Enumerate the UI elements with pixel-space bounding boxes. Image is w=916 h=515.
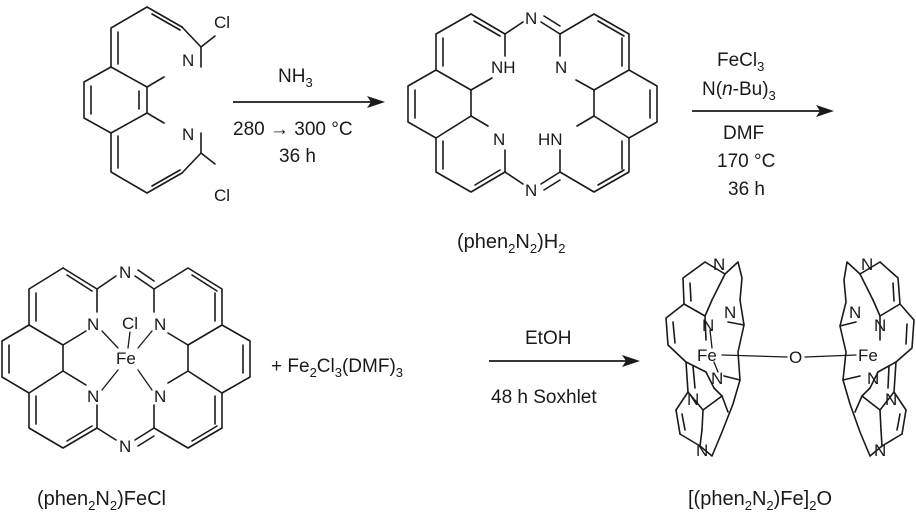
step2-reagent-tributylamine: N(n-Bu)3 — [702, 79, 776, 103]
bridge-nitrogen-top: N — [119, 263, 131, 282]
bridging-oxygen: O — [789, 348, 802, 367]
step2-reagent-iron-chloride: FeCl3 — [717, 50, 764, 74]
reaction-arrow-2 — [692, 105, 834, 117]
bonds — [1, 267, 251, 449]
dichlorophenanthroline-structure: Cl N N Cl — [83, 6, 230, 205]
step1-reagent: NH3 — [278, 66, 313, 90]
ligand-macrocycle-structure: N NH N N HN N — [407, 9, 658, 200]
dimer-right-nitrogen-1: N — [861, 255, 873, 274]
nitrogen-atom-top: N — [182, 51, 194, 70]
bonds — [83, 6, 216, 194]
nitrogen-right-bottom: N — [154, 387, 166, 406]
step1-time: 36 h — [279, 146, 316, 167]
iron-center: Fe — [116, 349, 136, 368]
amine-hn-right: HN — [538, 130, 563, 149]
dimer-left-nitrogen-1: N — [713, 255, 725, 274]
right-macrocycle-bonds — [839, 261, 915, 457]
dimer-label: [(phen2N2)Fe]2O — [688, 488, 832, 513]
bonds — [407, 13, 658, 193]
chlorine-atom-bottom: Cl — [214, 186, 230, 205]
step1-temperature: 280 → 300 °C — [233, 119, 353, 140]
dimer-right-nitrogen-5: N — [885, 390, 897, 409]
nitrogen-right-top: N — [555, 58, 567, 77]
bridge-nitrogen-top: N — [525, 9, 537, 28]
step2-temperature: 170 °C — [717, 151, 775, 172]
bridge-nitrogen-bottom: N — [119, 437, 131, 456]
nitrogen-left-bottom: N — [493, 130, 505, 149]
chlorine-ligand: Cl — [122, 314, 138, 333]
fe-o-bond-left — [721, 354, 788, 358]
dimer-left-nitrogen-5: N — [687, 390, 699, 409]
nitrogen-right-top: N — [154, 315, 166, 334]
reaction-arrow-1 — [233, 96, 385, 108]
nitrogen-left-top: N — [87, 315, 99, 334]
fe-o-bond-right — [804, 354, 857, 358]
step2-solvent: DMF — [723, 123, 764, 144]
reaction-arrow-3 — [489, 355, 640, 367]
dimer-left-nitrogen-4: N — [711, 369, 723, 388]
dimer-right-nitrogen-2: N — [874, 316, 886, 335]
dimer-left-nitrogen-3: N — [724, 303, 736, 322]
nitrogen-left-bottom: N — [87, 387, 99, 406]
dimer-left-iron: Fe — [697, 346, 717, 365]
step2-time: 36 h — [728, 179, 765, 200]
step3-condition: 48 h Soxhlet — [491, 387, 597, 408]
dimer-right-iron: Fe — [858, 346, 878, 365]
iron-chloride-complex-structure: N N Cl N Fe N N N — [1, 263, 251, 456]
step3-solvent: EtOH — [525, 328, 571, 349]
chlorine-atom-top: Cl — [214, 13, 230, 32]
dimer-left-nitrogen-6: N — [696, 441, 708, 460]
dimer-right-nitrogen-3: N — [849, 303, 861, 322]
dimer-right-nitrogen-4: N — [867, 369, 879, 388]
ligand-label: (phen2N2)H2 — [457, 231, 565, 256]
nitrogen-atom-bottom: N — [182, 125, 194, 144]
complex-label: (phen2N2)FeCl — [37, 488, 166, 513]
dimer-right-nitrogen-6: N — [874, 441, 886, 460]
oxo-bridged-dimer-structure: N N N Fe N N N O N N N Fe N N N — [665, 255, 915, 460]
bridge-nitrogen-bottom: N — [525, 181, 537, 200]
coreactant-label: + Fe2Cl3(DMF)3 — [271, 356, 403, 380]
amine-nh-left: NH — [491, 58, 516, 77]
dimer-left-nitrogen-2: N — [702, 316, 714, 335]
left-macrocycle-bonds — [665, 261, 745, 457]
